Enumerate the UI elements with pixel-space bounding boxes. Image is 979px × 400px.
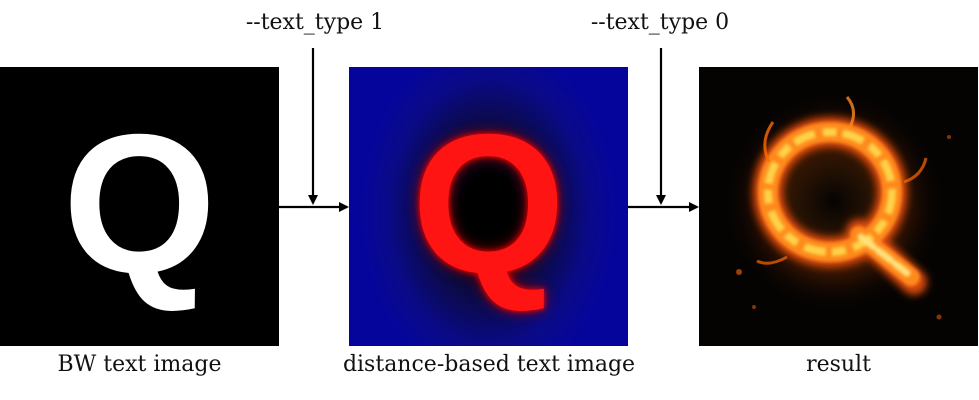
option-label-text-type-0: --text_type 0 [590,10,730,35]
caption-distance-text-image: distance-based text image [342,352,636,377]
caption-bw-text-image: BW text image [57,352,222,377]
distance-letter-q: Q [411,93,566,314]
fire-letter-q [699,67,978,346]
distance-text-image-panel: Q [349,67,628,346]
bw-text-image-panel: Q [0,67,279,346]
caption-result: result [806,352,871,377]
result-image-panel [699,67,978,346]
bw-letter-q: Q [62,93,217,314]
option-label-text-type-1: --text_type 1 [245,10,385,35]
